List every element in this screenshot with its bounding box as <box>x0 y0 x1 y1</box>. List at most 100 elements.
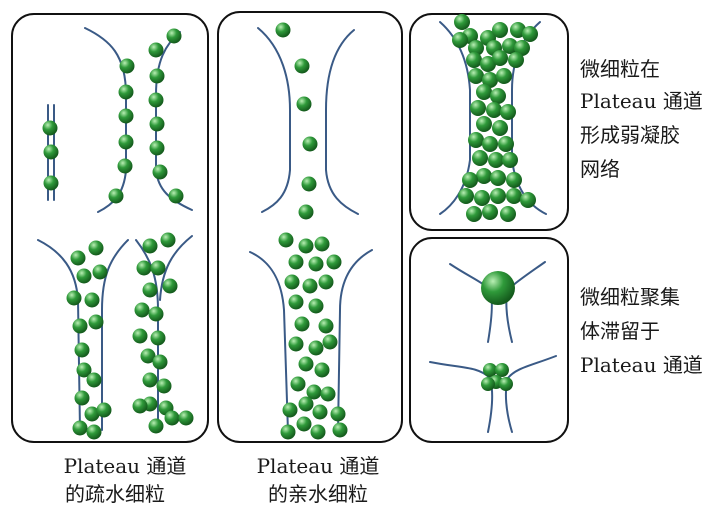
particle <box>296 416 312 432</box>
particle <box>150 330 166 346</box>
particle <box>301 176 317 192</box>
particle <box>332 422 348 438</box>
particle <box>132 328 148 344</box>
particle <box>318 318 334 334</box>
particle <box>168 188 184 204</box>
particle <box>96 402 112 418</box>
panel-hydrophobic-frame <box>11 13 209 443</box>
particle <box>482 136 498 152</box>
particle <box>308 340 324 356</box>
particle <box>288 294 304 310</box>
particle <box>166 28 182 44</box>
particle <box>468 68 484 84</box>
hydrophilic-particles <box>275 22 348 440</box>
panel-aggregate-retention <box>409 237 569 443</box>
particle <box>314 362 330 378</box>
particle <box>74 390 90 406</box>
particle <box>474 190 490 206</box>
particle <box>86 372 102 388</box>
particle <box>502 152 518 168</box>
particle <box>470 100 486 116</box>
particle <box>294 316 310 332</box>
panel-gel-network <box>409 13 569 231</box>
particle <box>84 406 100 422</box>
particle <box>308 298 324 314</box>
particle <box>43 175 59 191</box>
particle <box>490 188 506 204</box>
particle <box>508 52 524 68</box>
particle <box>486 102 502 118</box>
particle <box>148 306 164 322</box>
particle <box>302 136 318 152</box>
particle <box>482 72 498 88</box>
particle <box>314 236 330 252</box>
particle <box>66 290 82 306</box>
particle <box>481 377 495 391</box>
particle <box>156 378 172 394</box>
particle <box>466 206 482 222</box>
particle <box>492 22 508 38</box>
particle <box>280 424 296 440</box>
caption-gel-line1: 微细粒在 <box>580 57 660 81</box>
particle <box>149 116 165 132</box>
particle <box>152 164 168 180</box>
particle <box>320 386 336 402</box>
particle <box>492 120 508 136</box>
particle <box>288 254 304 270</box>
caption-hydrophobic-line2: 的疏水细粒 <box>65 482 165 506</box>
panel-hydrophilic <box>217 11 403 443</box>
particle <box>132 398 148 414</box>
particle <box>472 150 488 166</box>
particle <box>499 377 513 391</box>
panel-hydrophilic-frame <box>217 11 403 443</box>
particle <box>506 172 522 188</box>
particle <box>118 108 134 124</box>
particle <box>326 254 342 270</box>
particle <box>462 172 478 188</box>
particle <box>488 152 504 168</box>
caption-aggregate-line2: 体滞留于 <box>580 319 660 343</box>
particle <box>466 52 482 68</box>
particle <box>296 96 312 112</box>
caption-hydrophobic-line1: Plateau 通道 <box>64 454 187 478</box>
particle <box>117 158 133 174</box>
particle <box>495 363 509 377</box>
particle <box>298 204 314 220</box>
caption-gel-line4: 网络 <box>580 157 620 181</box>
particle <box>308 256 324 272</box>
lower-channel-right-wall <box>337 249 373 433</box>
particle <box>482 204 498 220</box>
particle <box>476 116 492 132</box>
particle <box>178 410 194 426</box>
particle <box>42 120 58 136</box>
particle <box>43 144 59 160</box>
gel-network-particles <box>452 14 538 222</box>
particle <box>278 232 294 248</box>
panel-hydrophobic <box>11 13 209 443</box>
particle <box>150 260 166 276</box>
particle <box>152 354 168 370</box>
particle <box>70 250 86 266</box>
particle <box>490 88 506 104</box>
particle <box>468 40 484 56</box>
particle <box>84 292 100 308</box>
particle <box>502 38 518 54</box>
caption-hydrophilic-line1: Plateau 通道 <box>257 454 380 478</box>
particle <box>298 356 314 372</box>
particle <box>476 84 492 100</box>
particle <box>72 420 88 436</box>
particle <box>282 402 298 418</box>
particle <box>148 418 164 434</box>
particle <box>298 396 314 412</box>
particle <box>142 372 158 388</box>
particle <box>288 336 304 352</box>
particle <box>496 68 512 84</box>
particle <box>86 424 102 440</box>
particle <box>318 274 334 290</box>
particle <box>92 264 108 280</box>
particle <box>522 26 538 42</box>
particle <box>134 302 150 318</box>
particle <box>452 32 468 48</box>
particle <box>164 410 180 426</box>
